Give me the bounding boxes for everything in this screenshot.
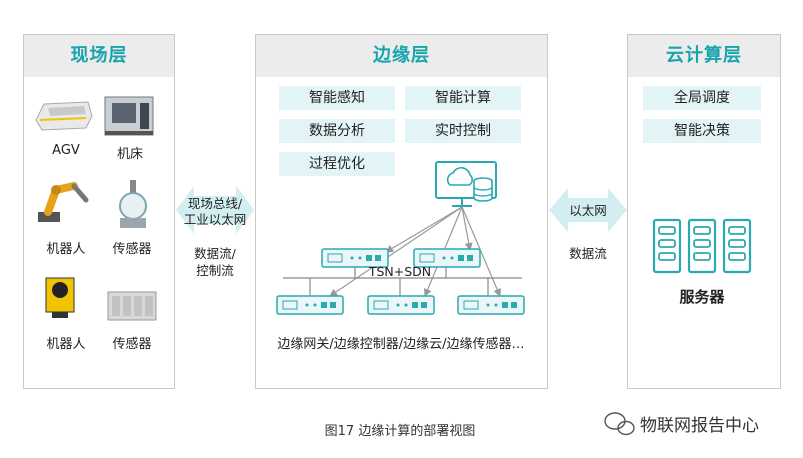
right-link-label: 以太网 [569, 203, 607, 218]
figure-caption: 图17 边缘计算的部署视图 [324, 424, 476, 439]
cloud-layer-title: 云计算层 [628, 35, 780, 77]
network-label: TSN+SDN [368, 264, 432, 279]
pressure-sensor-icon [119, 180, 147, 228]
left-link-line2: 工业以太网 [183, 212, 247, 227]
right-flow-label: 数据流 [569, 246, 607, 261]
wechat-icon [604, 412, 635, 436]
server-label: 服务器 [679, 288, 725, 306]
server-icon [722, 218, 752, 274]
tsn-sdn-bus [283, 266, 522, 296]
cloud-function-pill: 智能决策 [643, 119, 761, 143]
left-double-arrow [176, 186, 254, 234]
left-link-line1: 现场总线/ [187, 196, 243, 211]
cloud-function-pill: 全局调度 [643, 86, 761, 110]
edge-device [276, 295, 344, 315]
field-item-label: 机器人 [46, 337, 86, 352]
edge-device [367, 295, 435, 315]
plc-module-icon [107, 291, 157, 321]
left-flow-line2: 控制流 [196, 263, 234, 278]
right-double-arrow [549, 188, 627, 232]
edge-function-pill: 智能计算 [405, 86, 521, 110]
field-item-label: 机器人 [46, 242, 86, 257]
server-icon [652, 218, 682, 274]
field-item-label: 传感器 [112, 242, 152, 257]
server-icon [687, 218, 717, 274]
agv-vehicle-icon [35, 101, 93, 131]
edge-layer-title: 边缘层 [256, 35, 547, 77]
field-item-label: 传感器 [112, 337, 152, 352]
edge-devices-caption: 边缘网关/边缘控制器/边缘云/边缘传感器… [277, 337, 525, 352]
field-item-label: AGV [52, 143, 80, 158]
edge-function-pill: 实时控制 [405, 119, 521, 143]
field-item-label: 机床 [116, 147, 143, 162]
edge-device [457, 295, 525, 315]
machine-tool-icon [104, 96, 154, 136]
edge-computer-icon [435, 161, 497, 207]
edge-device [321, 248, 389, 268]
edge-function-pill: 过程优化 [279, 152, 395, 176]
watermark-text: 物联网报告中心 [640, 416, 759, 436]
edge-device [413, 248, 481, 268]
edge-function-pill: 数据分析 [279, 119, 395, 143]
vision-camera-icon [45, 277, 75, 318]
left-flow-line1: 数据流/ [194, 246, 236, 261]
field-layer-title: 现场层 [24, 35, 174, 77]
edge-function-pill: 智能感知 [279, 86, 395, 110]
robot-arm-icon [38, 182, 89, 222]
